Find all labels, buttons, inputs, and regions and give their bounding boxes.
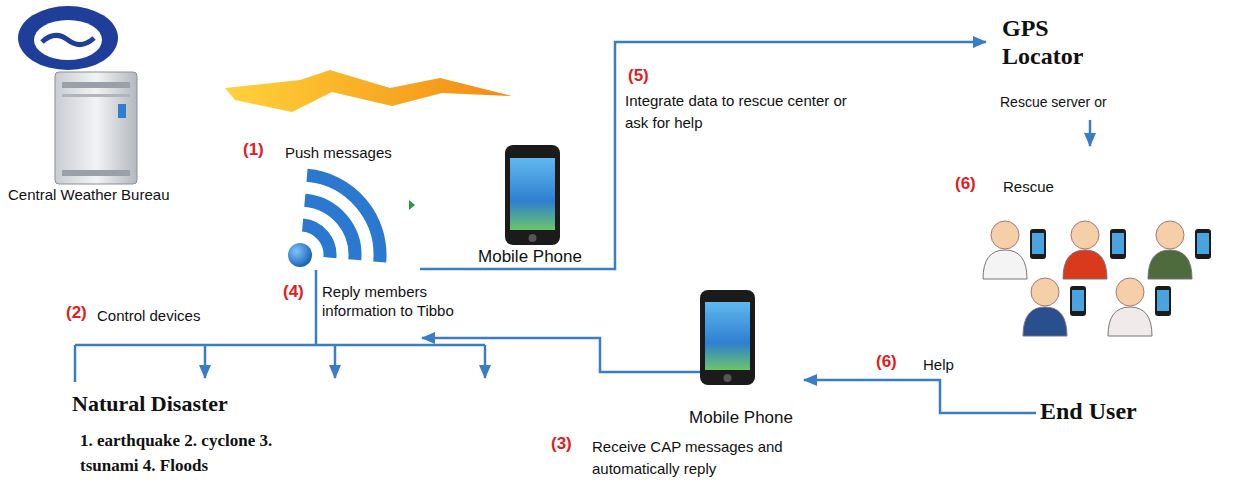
node-title: Natural Disaster (72, 390, 294, 418)
step-label: Integrate data to rescue center or ask f… (625, 90, 853, 134)
flow-arrow (804, 380, 1036, 413)
step-label: Reply members information to Tibbo (322, 282, 472, 320)
weather-bureau-server (18, 6, 137, 184)
wifi-dot (288, 243, 312, 267)
wires (75, 120, 1090, 382)
mobile-phone-node: Mobile Phone (450, 143, 610, 267)
step-label: Control devices (97, 306, 200, 325)
callout-number: (3) (551, 434, 572, 453)
natural-disaster-node: Natural Disaster 1. earthquake 2. cyclone… (72, 390, 294, 478)
lightning-bolt (225, 70, 512, 112)
callout-number: (5) (628, 66, 649, 85)
rescue-team (983, 221, 1211, 336)
mobile-phone-node: Mobile Phone (680, 288, 802, 428)
step-label: Rescue (1003, 177, 1054, 196)
wifi-icon (303, 175, 380, 262)
step-label: Receive CAP messages and automatically r… (592, 436, 822, 480)
node-title: Mobile Phone (689, 408, 793, 428)
flow-arrow (424, 42, 986, 269)
disaster-list: 1. earthquake 2. cyclone 3. tsunami 4. F… (80, 428, 294, 478)
callout-number: (6) (876, 352, 897, 371)
callout-number: (4) (283, 282, 304, 301)
callout-number: (2) (66, 303, 87, 322)
gps-locator-node: GPS LocatorRescue server or (990, 14, 1160, 110)
callout-number: (6) (955, 174, 976, 193)
step-label: Help (923, 355, 954, 374)
connectors (424, 42, 1036, 413)
node-title: End User (1040, 396, 1137, 426)
node-title: Central Weather Bureau (8, 186, 169, 203)
node-title: GPS Locator (1002, 14, 1122, 70)
step-label: Push messages (285, 143, 392, 162)
small-triangle (409, 200, 415, 210)
end-user-node: End User (1040, 396, 1137, 426)
weather-bureau-node: Central Weather Bureau (8, 186, 169, 203)
callout-number: (1) (243, 140, 264, 159)
node-note: Rescue server or (1000, 94, 1160, 110)
node-title: Mobile Phone (478, 247, 582, 267)
